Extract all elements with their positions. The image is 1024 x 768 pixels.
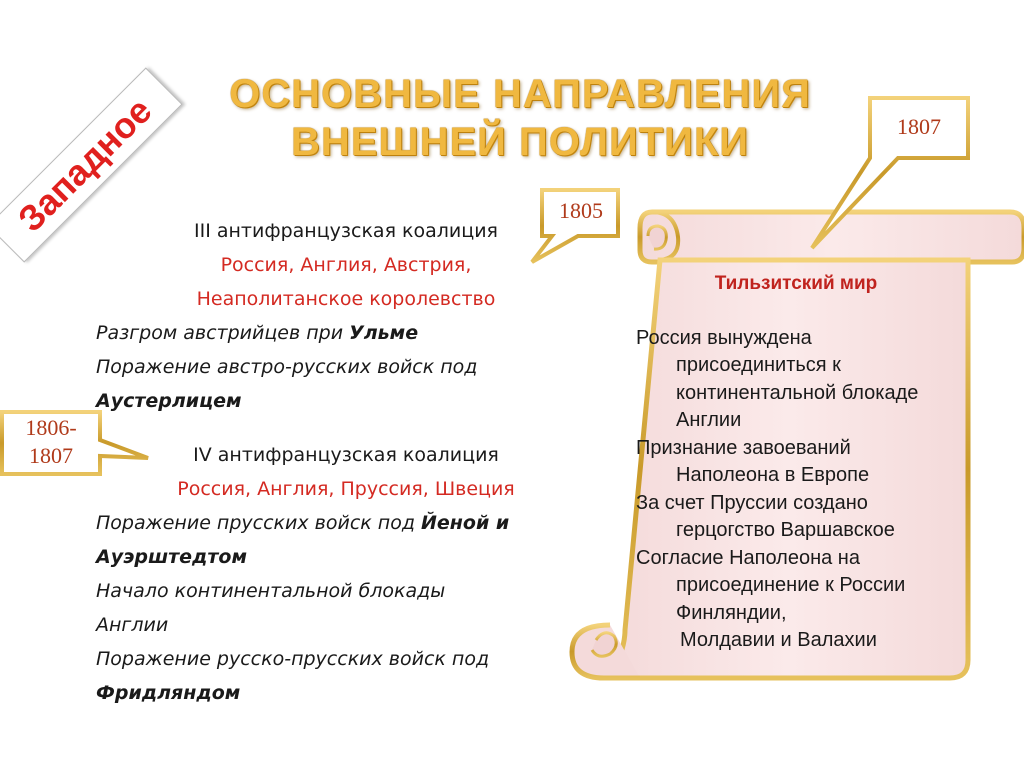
coalition4-title: IV антифранцузская коалиция (193, 444, 499, 466)
scroll-item-1: Россия вынуждена присоединиться к контин… (636, 326, 919, 432)
callout-1806-1807-label: 1806- 1807 (4, 414, 98, 470)
scroll-item-2: Признание завоеваний Наполеона в Европе (636, 436, 870, 487)
jena-prefix: Поражение прусских войск под (96, 512, 422, 534)
scroll-title: Тильзитский мир (714, 273, 878, 294)
scroll-content: Тильзитский мир Россия вынуждена присоед… (636, 270, 956, 655)
callout-1806-line1: 1806- (25, 415, 77, 440)
friedland-line: Поражение русско-прусских войск под (96, 648, 490, 670)
callout-1805-label: 1805 (559, 198, 603, 223)
title-line-1: ОСНОВНЫЕ НАПРАВЛЕНИЯ (229, 72, 811, 116)
scroll-item-3: За счет Пруссии создано герцогство Варша… (636, 491, 895, 542)
auerstedt-bold: Ауэрштедтом (96, 546, 247, 568)
callout-1807 (810, 96, 970, 250)
jena-line: Поражение прусских войск под Йеной и (96, 506, 596, 540)
jena-bold: Йеной и (421, 512, 510, 534)
page-title: ОСНОВНЫЕ НАПРАВЛЕНИЯ ВНЕШНЕЙ ПОЛИТИКИ (210, 70, 830, 166)
austerlitz-line: Поражение австро-русских войск под (96, 356, 478, 378)
scroll-frame (569, 209, 1024, 681)
callout-1806-1807 (0, 410, 149, 476)
ulm-line: Разгром австрийцев при Ульме (96, 316, 596, 350)
scroll-top-roll (637, 209, 1024, 265)
ulm-bold: Ульме (349, 322, 419, 344)
scroll-item-5: Молдавии и Валахии (680, 629, 877, 651)
title-line-2: ВНЕШНЕЙ ПОЛИТИКИ (290, 120, 750, 164)
scroll-item-4: Согласие Наполеона на присоединение к Ро… (636, 546, 906, 624)
coalition3-members-1: Россия, Англия, Австрия, (220, 254, 472, 276)
coalition3-title: III антифранцузская коалиция (194, 220, 498, 242)
left-column: III антифранцузская коалиция Россия, Анг… (96, 214, 596, 710)
ulm-prefix: Разгром австрийцев при (96, 322, 350, 344)
callout-1805 (530, 188, 620, 264)
blockade-line-2: Англии (96, 614, 169, 636)
coalition3-members-2: Неаполитанское королевство (196, 288, 496, 310)
austerlitz-bold: Аустерлицем (96, 390, 242, 412)
coalition4-members: Россия, Англия, Пруссия, Швеция (177, 478, 515, 500)
friedland-bold: Фридляндом (96, 682, 241, 704)
callout-1806-line2: 1807 (29, 443, 73, 468)
blockade-line-1: Начало континентальной блокады (96, 580, 446, 602)
callout-1807-label: 1807 (897, 114, 941, 139)
